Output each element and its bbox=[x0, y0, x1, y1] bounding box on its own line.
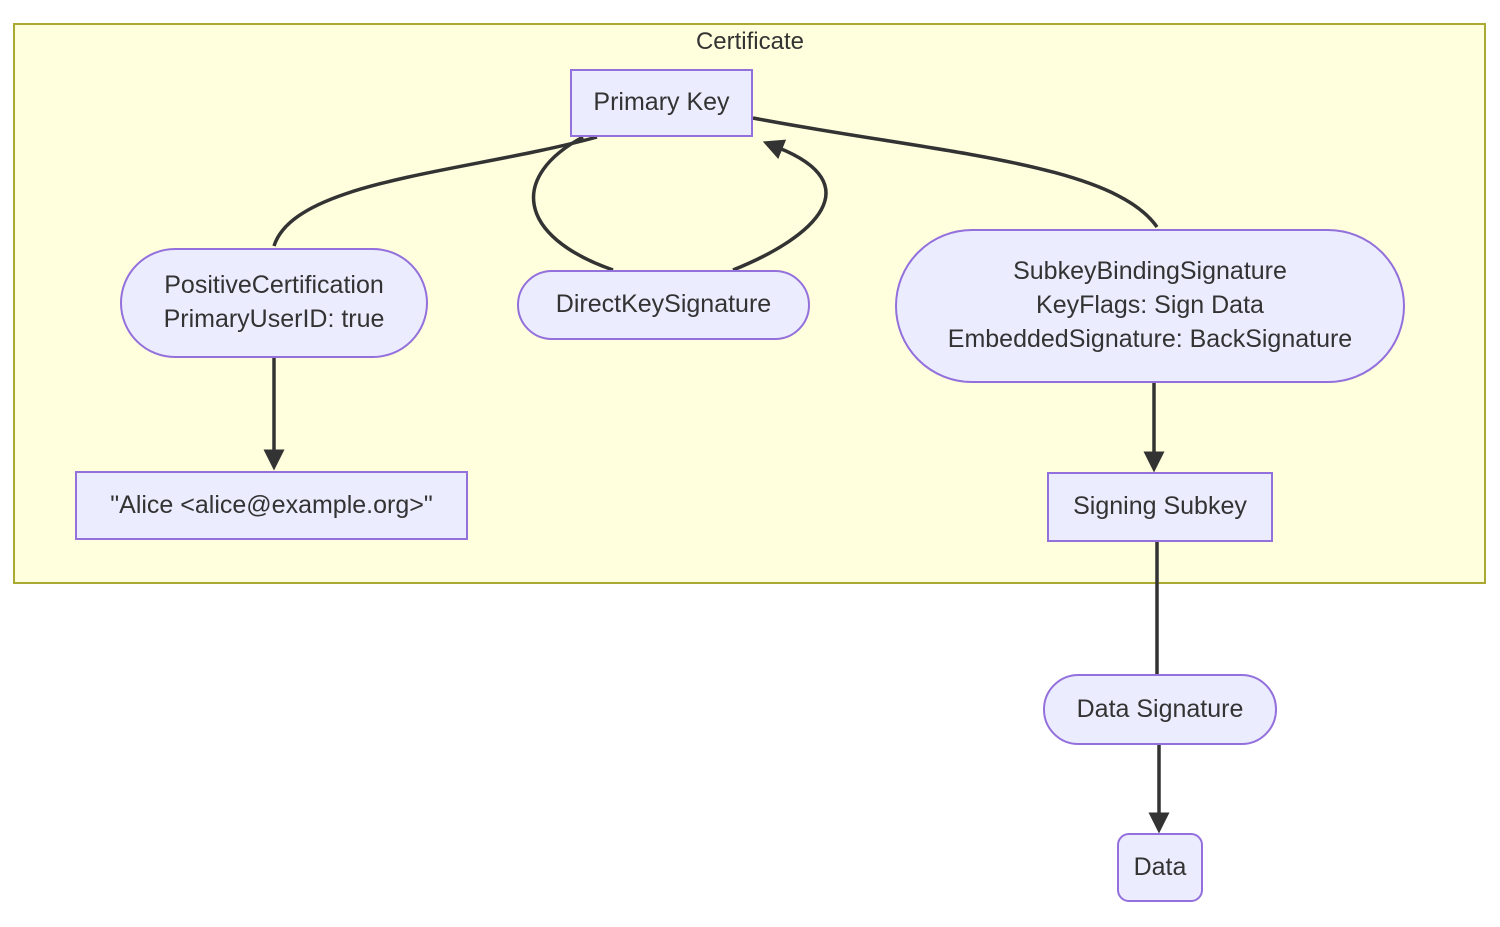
node-data-signature: Data Signature bbox=[1043, 674, 1277, 745]
node-subkey-binding-signature: SubkeyBindingSignature KeyFlags: Sign Da… bbox=[895, 229, 1405, 383]
node-positive-certification: PositiveCertification PrimaryUserID: tru… bbox=[120, 248, 428, 358]
edge-directkeysignature-to-primarykey bbox=[732, 139, 828, 272]
node-direct-key-signature-label: DirectKeySignature bbox=[555, 290, 772, 319]
node-data-label: Data bbox=[1133, 852, 1187, 881]
node-signing-subkey-label: Signing Subkey bbox=[1073, 492, 1247, 521]
edge-primarykey-to-positivecertification bbox=[272, 135, 598, 247]
node-direct-key-signature: DirectKeySignature bbox=[517, 270, 810, 340]
node-data: Data bbox=[1117, 833, 1203, 902]
certificate-cluster-label: Certificate bbox=[695, 28, 805, 55]
node-primary-key: Primary Key bbox=[570, 69, 753, 137]
edge-primarykey-to-subkeybindingsignature bbox=[752, 116, 1159, 228]
node-user-id: "Alice <alice@example.org>" bbox=[75, 471, 468, 540]
node-positive-certification-line1: PositiveCertification bbox=[164, 271, 384, 300]
node-subkey-binding-signature-line3: EmbeddedSignature: BackSignature bbox=[947, 324, 1353, 353]
node-subkey-binding-signature-line1: SubkeyBindingSignature bbox=[1013, 257, 1287, 286]
edge-primarykey-to-directkeysignature bbox=[531, 135, 614, 272]
node-positive-certification-line2: PrimaryUserID: true bbox=[163, 305, 385, 333]
node-subkey-binding-signature-line2: KeyFlags: Sign Data bbox=[1036, 291, 1264, 320]
node-signing-subkey: Signing Subkey bbox=[1047, 472, 1273, 542]
node-primary-key-label: Primary Key bbox=[593, 88, 730, 117]
node-data-signature-label: Data Signature bbox=[1076, 694, 1244, 723]
node-user-id-label: "Alice <alice@example.org>" bbox=[110, 490, 433, 519]
